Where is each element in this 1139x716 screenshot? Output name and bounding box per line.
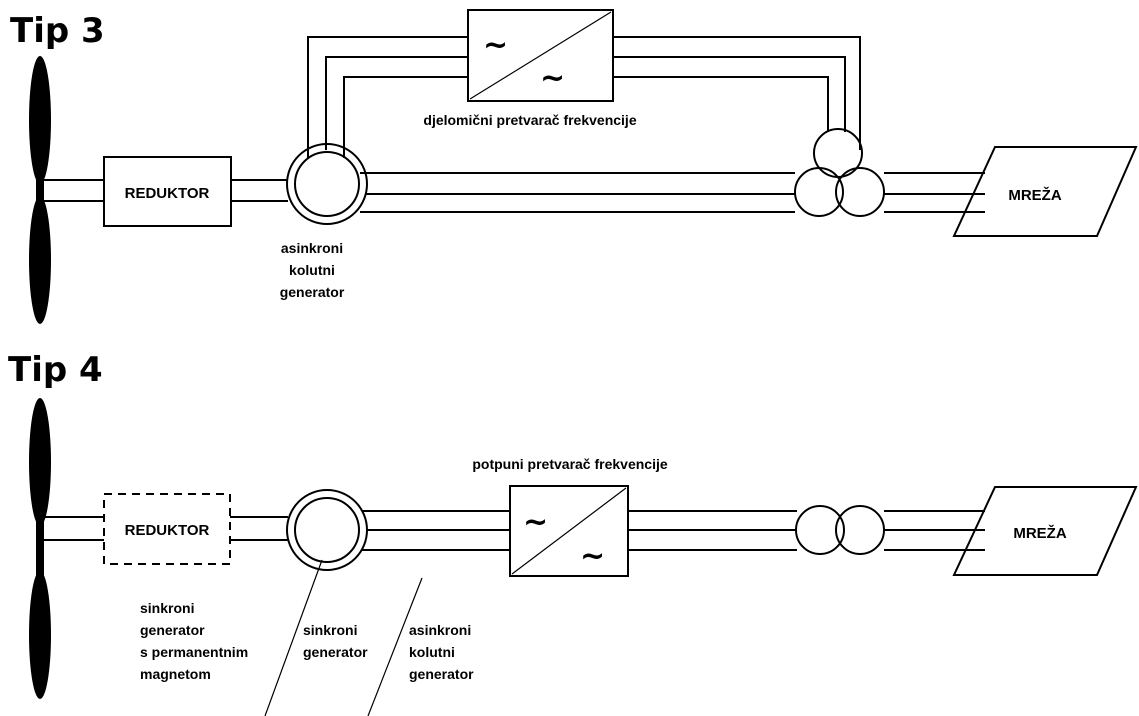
tip3-rotor-blade bbox=[29, 56, 51, 324]
tip3-title: Tip 3 bbox=[10, 11, 105, 51]
tip3-stator-lines bbox=[360, 172, 795, 213]
tip4-generator bbox=[286, 489, 368, 571]
tip3-shaft-1 bbox=[44, 179, 104, 202]
tip4-option2-line1: sinkroni bbox=[303, 622, 357, 638]
tip3-gearbox-label: REDUKTOR bbox=[125, 185, 210, 202]
tip4-option-divider-1 bbox=[264, 559, 323, 716]
tip3-converter bbox=[467, 9, 614, 102]
tip4-option3-line1: asinkroni bbox=[409, 622, 471, 638]
tip4-lines-1 bbox=[362, 510, 510, 551]
tip4-grid-label: MREŽA bbox=[1013, 524, 1066, 542]
tip3-converter-symbol-bottom: ~ bbox=[540, 61, 565, 96]
tip3-transformer bbox=[794, 128, 885, 217]
tip4-transformer bbox=[795, 505, 885, 555]
tip3-converter-label: djelomični pretvarač frekvencije bbox=[423, 112, 636, 128]
tip4-converter-symbol-top: ~ bbox=[523, 505, 548, 540]
tip4-option-divider-2 bbox=[367, 577, 423, 716]
tip3-grid-lines bbox=[884, 172, 985, 213]
tip4-shaft-2 bbox=[230, 516, 288, 541]
tip4-rotor-blade bbox=[29, 398, 51, 699]
tip4-converter-symbol-bottom: ~ bbox=[580, 539, 605, 574]
tip4-option1-line4: magnetom bbox=[140, 666, 211, 682]
tip4-option1-line3: s permanentnim bbox=[140, 644, 248, 660]
tip4-gearbox-label: REDUKTOR bbox=[125, 522, 210, 539]
tip3-generator-label-1: asinkroni bbox=[281, 240, 343, 256]
tip4-option3-line3: generator bbox=[409, 666, 474, 682]
tip3-grid-shape bbox=[952, 146, 1138, 237]
tip4-lines-2 bbox=[628, 510, 797, 551]
tip4-option2-line2: generator bbox=[303, 644, 368, 660]
tip3-generator bbox=[286, 143, 368, 225]
tip3-converter-symbol-top: ~ bbox=[483, 28, 508, 63]
tip3-generator-label-2: kolutni bbox=[289, 262, 335, 278]
tip4-shaft-1 bbox=[44, 516, 104, 541]
tip4-gearbox-box bbox=[103, 493, 231, 565]
tip4-grid-shape bbox=[952, 486, 1138, 576]
tip4-converter-label: potpuni pretvarač frekvencije bbox=[472, 456, 668, 472]
tip3-shaft-2 bbox=[231, 179, 288, 202]
tip3-generator-label-3: generator bbox=[280, 284, 345, 300]
tip3-grid-label: MREŽA bbox=[1008, 186, 1061, 204]
tip4-option1-line1: sinkroni bbox=[140, 600, 194, 616]
tip4-option1-line2: generator bbox=[140, 622, 205, 638]
tip4-grid-lines bbox=[884, 510, 985, 551]
tip3-gearbox-box bbox=[103, 156, 232, 227]
tip4-title: Tip 4 bbox=[8, 350, 103, 390]
tip3-rotor-lines bbox=[307, 36, 861, 158]
tip4-option3-line2: kolutni bbox=[409, 644, 455, 660]
